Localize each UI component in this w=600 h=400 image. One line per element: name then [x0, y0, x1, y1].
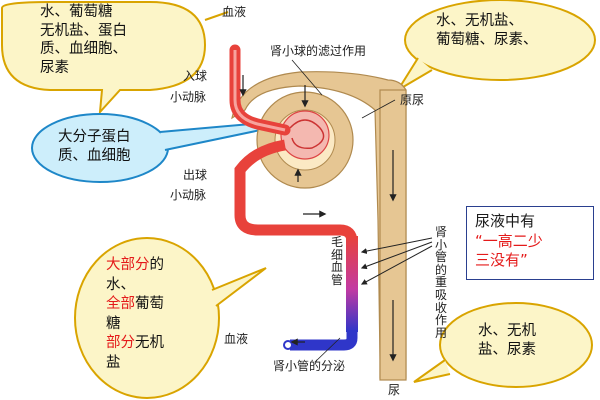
- label-afferent-2: 小动脉: [170, 89, 206, 104]
- callout-line: 盐: [106, 354, 164, 374]
- callout-line: 盐、尿素: [478, 341, 536, 358]
- vein-outflow: [283, 330, 358, 351]
- summary-box: 尿液中有 “一高二少 三没有”: [466, 206, 594, 280]
- callout-top-left-bubble: [0, 1, 229, 115]
- callout-text: 糖: [106, 315, 121, 332]
- callout-bottom-right: 水、无机盐、尿素: [478, 322, 536, 359]
- label-urine: 尿: [388, 383, 400, 397]
- afferent-arteriole: [229, 44, 291, 136]
- callout-line: 糖: [106, 315, 164, 335]
- callout-line: 全部葡萄: [106, 295, 164, 315]
- callout-top-right-bubble: [397, 0, 596, 91]
- callout-top-right: 水、无机盐、葡萄糖、尿素、: [436, 12, 538, 49]
- highlight-text: 全部: [106, 296, 135, 313]
- callout-top-left: 水、葡萄糖无机盐、蛋白质、血细胞、尿素: [40, 3, 127, 77]
- callout-bottom-left: 大部分的水、全部葡萄糖部分无机盐: [106, 256, 164, 373]
- label-secretion: 肾小管的分泌: [273, 358, 345, 373]
- callout-line: 大部分的: [106, 256, 164, 276]
- callout-text: 水、: [106, 276, 135, 293]
- callout-bottom-left-bubble: [74, 237, 267, 399]
- callout-text: 盐: [106, 354, 121, 371]
- callout-line: 质、血细胞: [58, 147, 131, 164]
- callout-bottom-right-bubble: [413, 302, 593, 388]
- callout-line: 部分无机: [106, 334, 164, 354]
- summary-title: 尿液中有: [475, 212, 536, 230]
- secretion-leader: [314, 337, 341, 363]
- primary-urine-leader: [361, 99, 396, 119]
- callout-line: 水、: [106, 276, 164, 296]
- label-primary-urine: 原尿: [400, 93, 424, 107]
- summary-line-2: “一高二少: [475, 231, 543, 250]
- callout-line: 水、葡萄糖: [40, 4, 113, 20]
- label-blood-top: 血液: [222, 4, 246, 19]
- highlight-text: 部分: [106, 335, 135, 352]
- callout-text: 无机: [135, 335, 164, 352]
- callout-line: 大分子蛋白: [58, 129, 131, 145]
- highlight-text: 大部分: [106, 257, 150, 273]
- label-capillary: 毛细血管: [330, 235, 343, 287]
- callout-middle-left: 大分子蛋白质、血细胞: [58, 128, 131, 165]
- capillary-vessel: [346, 236, 358, 332]
- filtration-leader: [291, 59, 323, 96]
- label-afferent-1: 入球: [183, 69, 207, 83]
- glomerulus: [280, 110, 330, 160]
- callout-line: 质、血细胞、: [40, 41, 127, 58]
- callout-text: 的: [149, 257, 165, 273]
- label-reabsorption: 肾小管的重吸收作用: [434, 225, 447, 340]
- callout-line: 无机盐、蛋白: [40, 22, 127, 39]
- callout-line: 水、无机盐、: [436, 13, 523, 29]
- reabsorption-arrows: [360, 237, 433, 285]
- label-filtration: 肾小球的滤过作用: [270, 43, 366, 58]
- callout-text: 葡萄: [135, 296, 164, 313]
- callout-line: 水、无机: [478, 323, 536, 339]
- flow-arrows: [239, 75, 397, 362]
- efferent-arteriole: [234, 139, 358, 243]
- label-blood-bottom: 血液: [224, 331, 248, 346]
- label-efferent-1: 出球: [183, 168, 207, 182]
- callout-line: 尿素: [40, 59, 69, 76]
- summary-line-3: 三没有”: [475, 251, 528, 269]
- callout-line: 葡萄糖、尿素、: [436, 31, 538, 48]
- label-efferent-2: 小动脉: [170, 187, 206, 202]
